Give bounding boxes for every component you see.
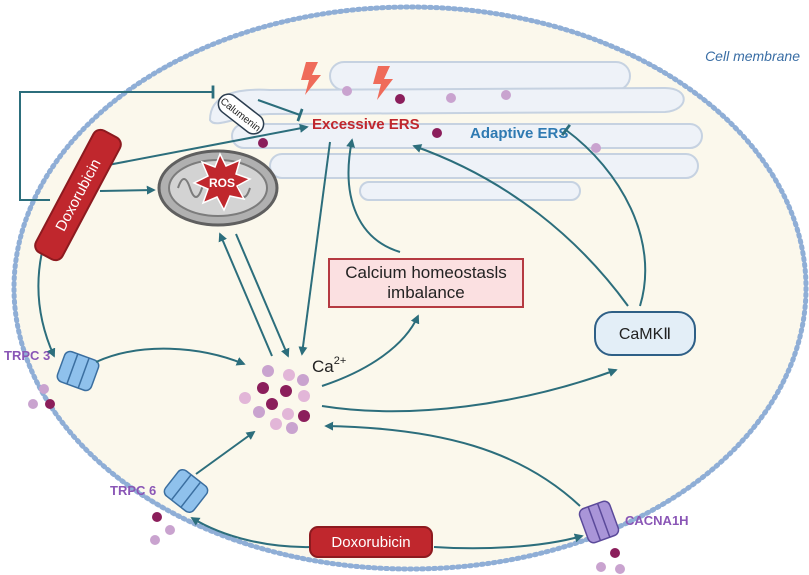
camkii-to-excessive-ers-arrow	[412, 144, 629, 307]
trpc6-to-calcium-arrow	[195, 430, 256, 475]
camkii-inhibit-adaptive-ers	[561, 123, 647, 307]
calcium-imbalance-label: Calcium homeostasls imbalance	[345, 263, 507, 302]
calcium-imbalance-box: Calcium homeostasls imbalance	[328, 258, 524, 308]
ros-burst-icon	[192, 152, 252, 212]
calcium-to-mitochondrion-arrow	[218, 232, 273, 357]
cell-membrane-label: Cell membrane	[705, 48, 800, 64]
doxorubicin-to-mitochondrion-arrow	[99, 185, 156, 195]
mitochondrion-to-calcium-arrow	[235, 233, 290, 358]
calcium-to-imbalance-arrow	[321, 314, 420, 387]
camkii-label: CaMKⅡ	[618, 325, 672, 343]
calcium-to-camkii-arrow	[321, 368, 618, 413]
cacna1h-channel-icon	[578, 500, 620, 544]
trpc3-label: TRPC 3	[4, 348, 50, 363]
calumenin-node	[217, 93, 265, 135]
doxorubicin-to-trpc3-arrow	[37, 251, 56, 358]
lightning-icon	[373, 66, 393, 100]
lightning-icon	[301, 62, 321, 95]
excessive-ers-to-calcium-arrow	[298, 141, 331, 356]
trpc3-to-calcium-arrow	[95, 347, 246, 366]
inhibit-calumenin-to-ers	[257, 99, 304, 122]
ros-label: ROS	[209, 176, 235, 190]
er-granules	[258, 86, 601, 153]
adaptive-ers-label: Adaptive ERS	[470, 125, 568, 142]
imbalance-to-excessive-ers-arrow	[346, 138, 401, 253]
trpc3-channel-icon	[56, 350, 100, 392]
extracellular-ions	[28, 384, 625, 574]
doxorubicin-to-trpc6-arrow	[190, 517, 313, 549]
camkii-node: CaMKⅡ	[594, 311, 696, 356]
doxorubicin-badge-bottom: Doxorubicin	[309, 526, 433, 558]
cacna1h-label: CACNA1H	[625, 513, 689, 528]
trpc6-label: TRPC 6	[110, 483, 156, 498]
doxorubicin-to-cacna1h-arrow	[433, 533, 584, 550]
calcium-ion-label: Ca2+	[312, 355, 346, 376]
cacna1h-to-calcium-arrow	[324, 421, 581, 507]
doxorubicin-to-excessive-ers-arrow	[107, 123, 309, 166]
calcium-ion-cluster	[239, 365, 310, 434]
trpc6-channel-icon	[163, 468, 209, 514]
excessive-ers-label: Excessive ERS	[312, 116, 420, 133]
inhibit-calumenin-arrow	[19, 85, 215, 201]
doxorubicin-bottom-label: Doxorubicin	[331, 533, 411, 551]
